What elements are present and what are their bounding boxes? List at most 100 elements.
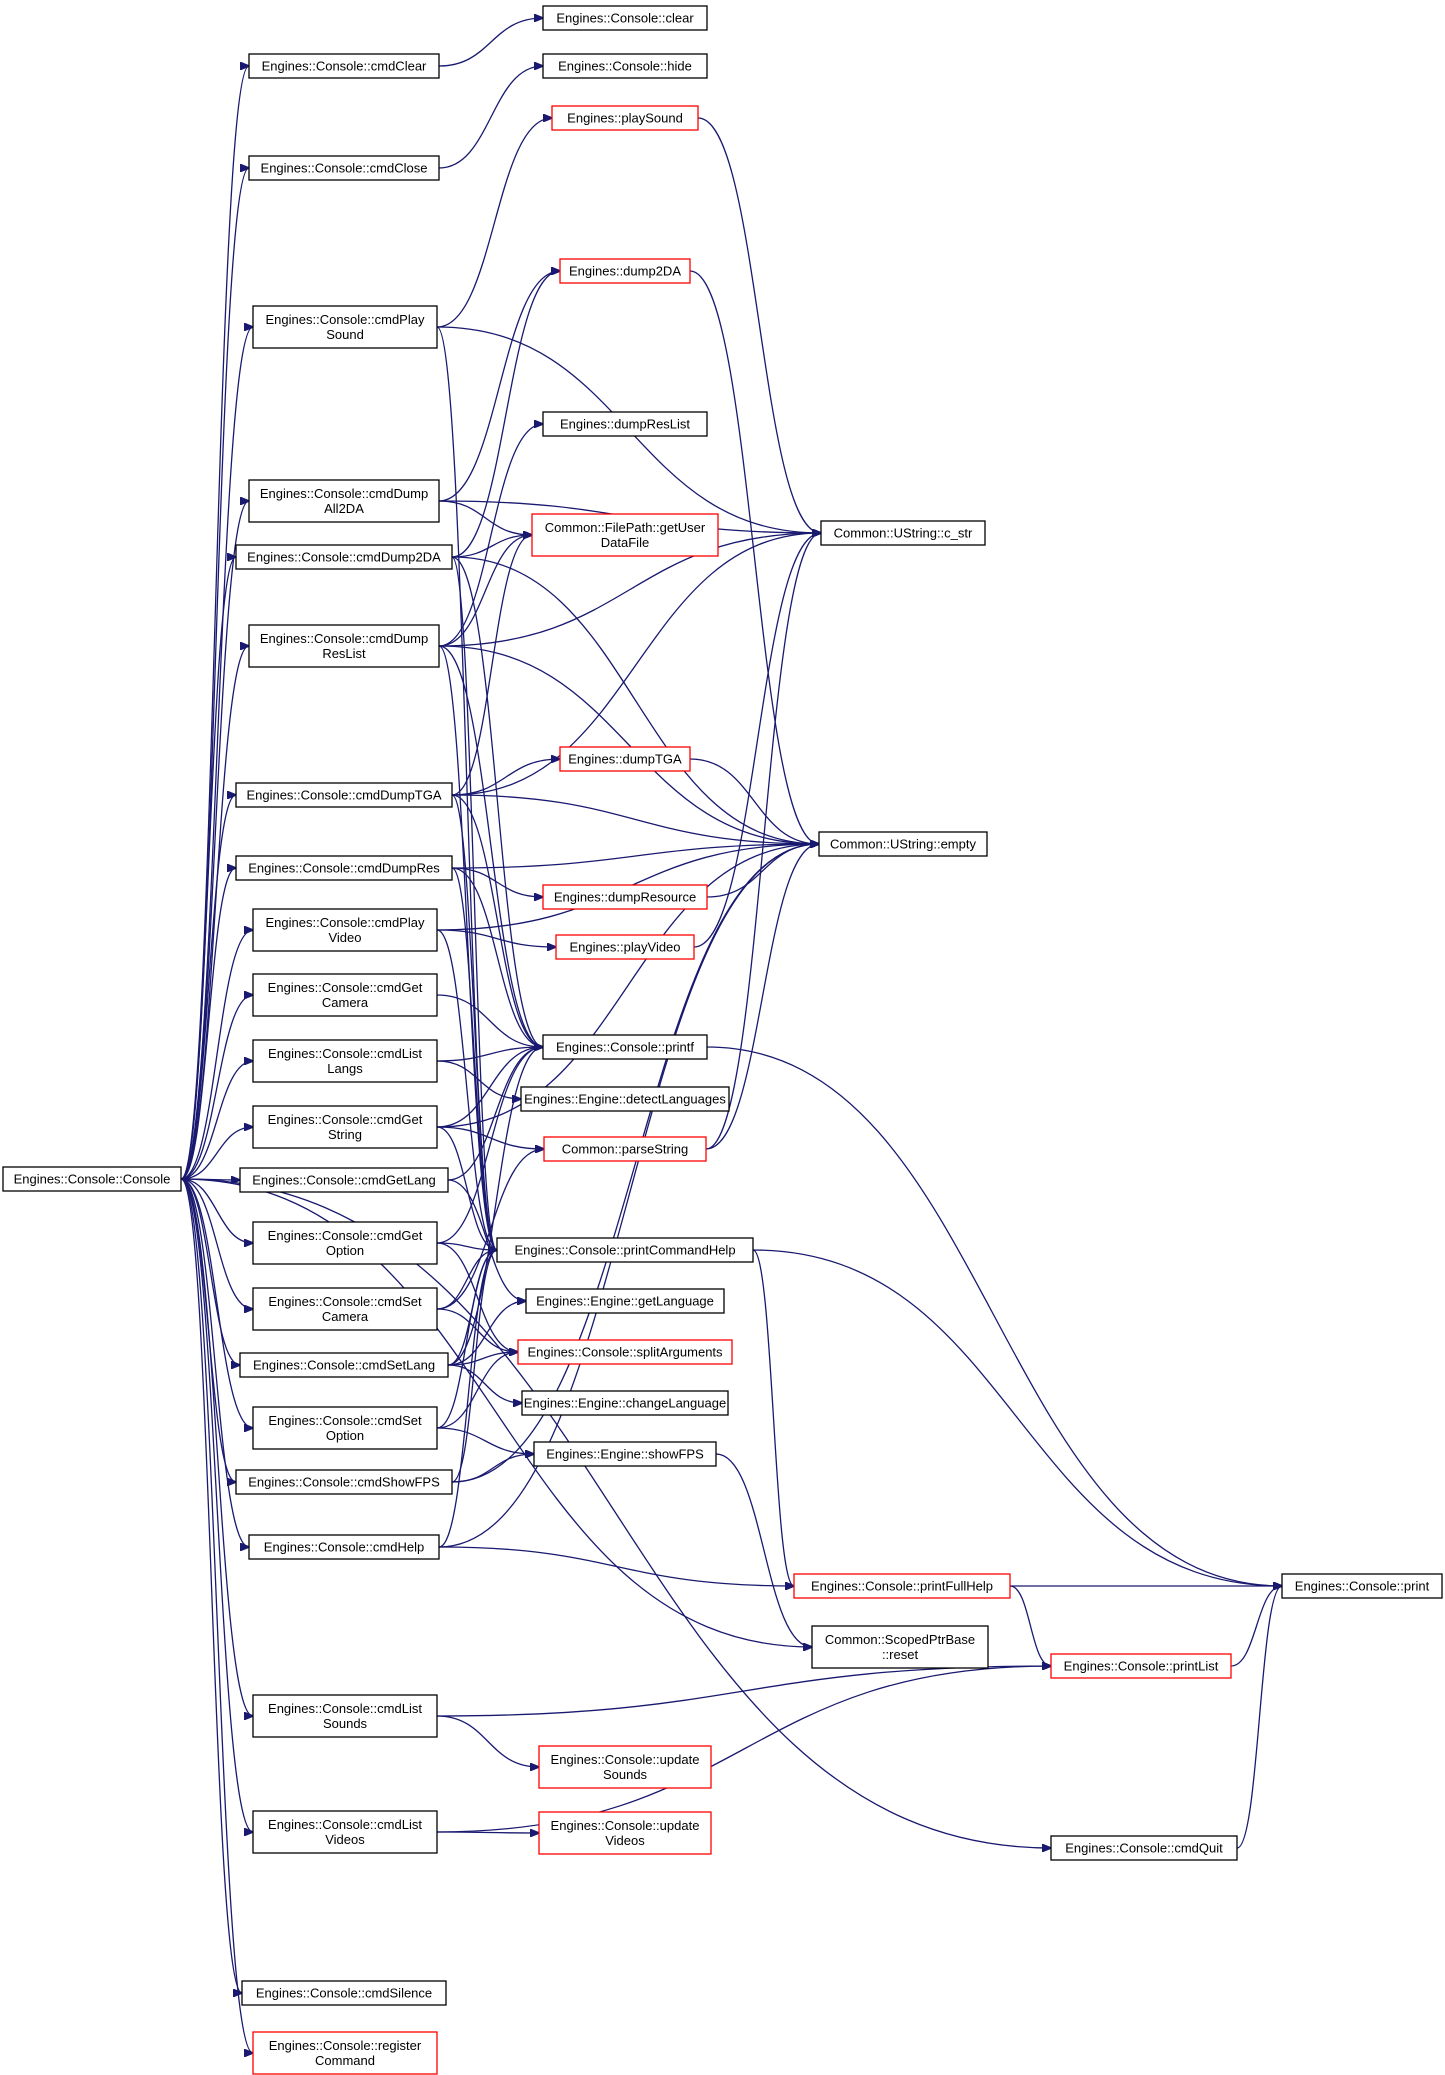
node-c_str[interactable]: Common::UString::c_str — [820, 520, 986, 546]
node-dumpResource[interactable]: Engines::dumpResource — [542, 884, 708, 910]
node-printf[interactable]: Engines::Console::printf — [542, 1034, 708, 1060]
node-label: Engines::Engine::getLanguage — [536, 1294, 714, 1309]
node-reset[interactable]: Common::ScopedPtrBase::reset — [811, 1625, 989, 1669]
node-dumpTGA[interactable]: Engines::dumpTGA — [559, 746, 691, 772]
node-box — [538, 1745, 712, 1789]
edge-cmdDumpAll2DA-to-getUserDataFile — [438, 500, 532, 535]
node-root[interactable]: Engines::Console::Console — [2, 1166, 182, 1192]
node-dumpResList[interactable]: Engines::dumpResList — [542, 411, 708, 437]
node-cmdDump2DA[interactable]: Engines::Console::cmdDump2DA — [235, 544, 453, 570]
node-box — [248, 624, 440, 668]
node-box — [252, 305, 438, 349]
edge-cmdPlayVideo-to-printCommandHelp — [436, 929, 497, 1250]
node-print[interactable]: Engines::Console::print — [1281, 1573, 1443, 1599]
node-changeLanguage[interactable]: Engines::Engine::changeLanguage — [521, 1390, 729, 1416]
node-detectLanguages[interactable]: Engines::Engine::detectLanguages — [520, 1086, 730, 1112]
node-box — [559, 258, 691, 284]
edge-root-to-cmdPlayVideo — [180, 930, 253, 1180]
node-printCommandHelp[interactable]: Engines::Console::printCommandHelp — [496, 1237, 754, 1263]
edge-root-to-cmdGetOption — [180, 1178, 253, 1243]
node-printFullHelp[interactable]: Engines::Console::printFullHelp — [793, 1573, 1011, 1599]
node-dump2DA[interactable]: Engines::dump2DA — [559, 258, 691, 284]
node-box — [551, 105, 699, 131]
node-cmdClear[interactable]: Engines::Console::cmdClear — [248, 53, 440, 79]
node-showFPS[interactable]: Engines::Engine::showFPS — [533, 1441, 717, 1467]
node-label: Engines::Console::cmdList — [268, 1817, 422, 1832]
node-box — [239, 1167, 449, 1193]
edge-cmdDumpTGA-to-empty — [451, 794, 819, 844]
node-label: Engines::Console::printf — [556, 1040, 694, 1055]
node-printList[interactable]: Engines::Console::printList — [1050, 1653, 1232, 1679]
node-box — [241, 1980, 447, 2006]
node-box — [525, 1288, 725, 1314]
node-label: Engines::Engine::changeLanguage — [524, 1396, 726, 1411]
edge-parseString-to-empty — [705, 844, 819, 1150]
node-cmdSilence[interactable]: Engines::Console::cmdSilence — [241, 1980, 447, 2006]
node-label: Engines::Console::cmdDump — [260, 486, 428, 501]
node-cmdDumpTGA[interactable]: Engines::Console::cmdDumpTGA — [235, 782, 453, 808]
node-label: Engines::Console::cmdClose — [261, 161, 428, 176]
node-cmdDumpRes[interactable]: Engines::Console::cmdDumpRes — [235, 855, 453, 881]
node-empty[interactable]: Common::UString::empty — [818, 831, 988, 857]
node-cmdHelp[interactable]: Engines::Console::cmdHelp — [248, 1534, 440, 1560]
edge-root-to-cmdGetString — [180, 1127, 253, 1180]
edge-cmdSetLang-to-getLanguage — [447, 1301, 526, 1366]
node-getLanguage[interactable]: Engines::Engine::getLanguage — [525, 1288, 725, 1314]
node-box — [538, 1811, 712, 1855]
edge-root-to-cmdDumpTGA — [180, 795, 236, 1180]
node-splitArguments[interactable]: Engines::Console::splitArguments — [517, 1339, 733, 1365]
node-cmdQuit[interactable]: Engines::Console::cmdQuit — [1050, 1835, 1238, 1861]
node-playVideo[interactable]: Engines::playVideo — [555, 934, 695, 960]
edge-cmdPlayVideo-to-playVideo — [436, 929, 556, 947]
node-label: Engines::Console::printFullHelp — [811, 1579, 993, 1594]
nodes-layer: Engines::Console::ConsoleEngines::Consol… — [2, 5, 1443, 2075]
node-label: String — [328, 1127, 362, 1142]
edge-cmdSetLang-to-changeLanguage — [447, 1364, 522, 1403]
node-playSound[interactable]: Engines::playSound — [551, 105, 699, 131]
node-parseString[interactable]: Common::parseString — [543, 1136, 707, 1162]
node-cmdSetLang[interactable]: Engines::Console::cmdSetLang — [239, 1352, 449, 1378]
node-box — [793, 1573, 1011, 1599]
node-cmdShowFPS[interactable]: Engines::Console::cmdShowFPS — [235, 1469, 453, 1495]
node-box — [1050, 1835, 1238, 1861]
edge-cmdDumpRes-to-printCommandHelp — [451, 867, 497, 1250]
node-label: Camera — [322, 1309, 369, 1324]
node-label: ::reset — [882, 1647, 919, 1662]
node-hide[interactable]: Engines::Console::hide — [542, 53, 708, 79]
node-label: Engines::Console::clear — [556, 11, 694, 26]
edge-cmdDumpAll2DA-to-dump2DA — [438, 271, 560, 502]
node-box — [820, 520, 986, 546]
node-clear[interactable]: Engines::Console::clear — [542, 5, 708, 31]
edge-cmdListLangs-to-printf — [436, 1047, 543, 1062]
node-label: Sounds — [323, 1716, 368, 1731]
edge-root-to-cmdClear — [180, 66, 249, 1180]
node-cmdGetLang[interactable]: Engines::Console::cmdGetLang — [239, 1167, 449, 1193]
node-label: Videos — [325, 1832, 365, 1847]
node-label: Engines::Console::cmdSetLang — [253, 1358, 435, 1373]
node-label: Engines::Engine::showFPS — [546, 1447, 704, 1462]
node-label: Engines::Console::cmdQuit — [1065, 1841, 1223, 1856]
node-label: Engines::playVideo — [569, 940, 680, 955]
node-box — [252, 973, 438, 1017]
node-label: Engines::Console::cmdShowFPS — [248, 1475, 440, 1490]
node-label: Engines::dump2DA — [569, 264, 681, 279]
node-label: Common::UString::empty — [830, 837, 976, 852]
node-cmdClose[interactable]: Engines::Console::cmdClose — [248, 155, 440, 181]
